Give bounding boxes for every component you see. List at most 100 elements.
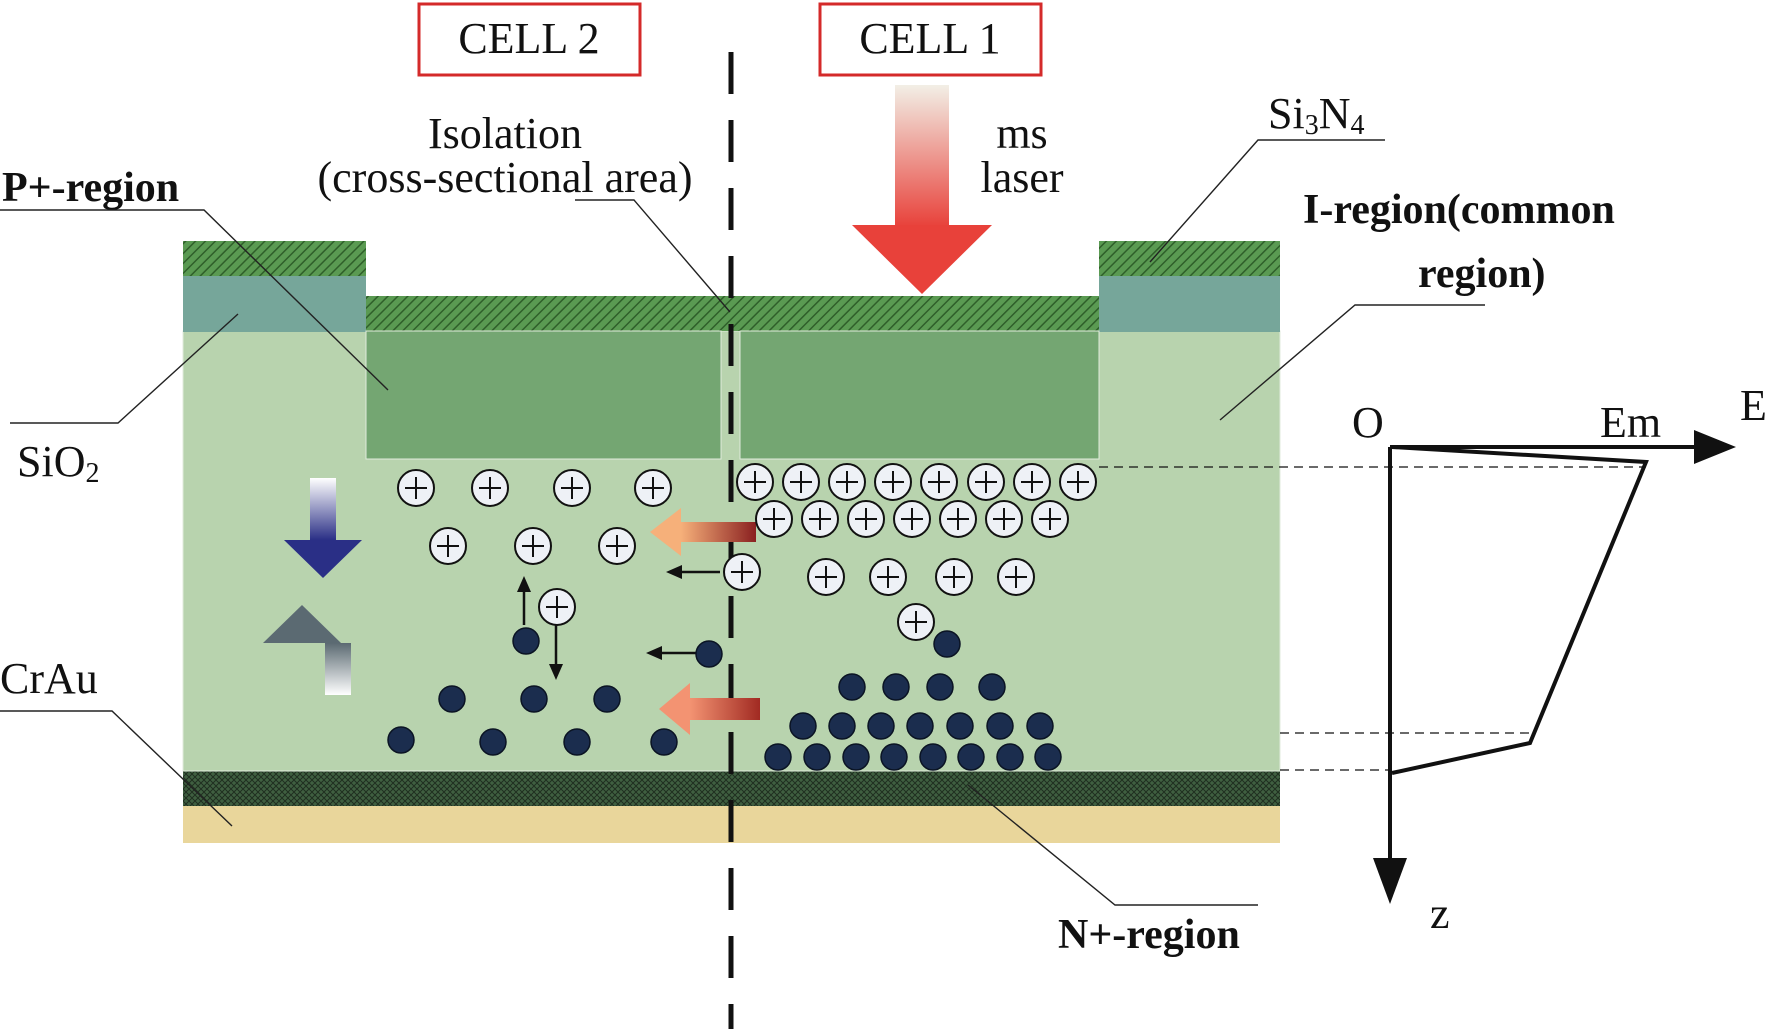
hole-carrier <box>897 603 935 641</box>
carrier-motion-arrows <box>517 565 720 680</box>
hole-carrier <box>1013 463 1051 501</box>
electron-carrier <box>842 743 870 771</box>
p-region-cell1 <box>739 330 1100 460</box>
lateral-diffusion-arrows <box>650 508 760 735</box>
si3n4-layer-left <box>183 241 366 276</box>
hole-carrier <box>893 500 931 538</box>
hole-carrier <box>514 527 552 565</box>
electron-carrier <box>695 640 723 668</box>
crau-label: CrAu <box>0 654 98 703</box>
hole-carrier <box>920 463 958 501</box>
electron-carrier <box>563 728 591 756</box>
i-region-leader <box>1219 304 1485 421</box>
sio2-label: SiO2 <box>17 437 99 489</box>
electron-carrier <box>1026 712 1054 740</box>
n-region-label: N+-region <box>1058 912 1240 958</box>
electrons-group <box>387 627 1062 771</box>
hole-carrier <box>1031 500 1069 538</box>
sio2-leader <box>10 313 239 424</box>
i-region-label-line1: I-region(common <box>1303 187 1615 233</box>
laser-label-line2: laser <box>980 153 1063 202</box>
z-axis-arrowhead <box>1373 858 1407 904</box>
hole-carrier <box>553 469 591 507</box>
isolation-label-line2: (cross-sectional area) <box>317 153 692 202</box>
electron-carrier <box>882 673 910 701</box>
cell2-box <box>417 2 642 77</box>
p-region-label: P+-region <box>2 165 179 211</box>
hole-carrier <box>471 469 509 507</box>
electron-carrier <box>926 673 954 701</box>
holes-group <box>397 463 1097 641</box>
hole-carrier <box>939 500 977 538</box>
electric-field-profile: O Em E z <box>1099 381 1767 938</box>
electron-carrier <box>978 673 1006 701</box>
electron-carrier <box>986 712 1014 740</box>
hole-carrier <box>935 558 973 596</box>
electron-field-arrow-down <box>284 478 362 578</box>
hole-carrier <box>874 463 912 501</box>
e-axis-arrowhead <box>1694 430 1736 464</box>
hole-diffusion-arrow <box>650 508 756 556</box>
cell1-label: CELL 1 <box>859 14 1000 63</box>
drift-arrows-vertical <box>263 478 362 695</box>
hole-carrier <box>598 527 636 565</box>
electron-carrier <box>906 712 934 740</box>
z-axis-label: z <box>1430 889 1450 938</box>
leader-lines <box>0 139 1485 906</box>
si3n4-label: Si3N4 <box>1268 89 1364 141</box>
hole-carrier <box>736 463 774 501</box>
electron-carrier <box>996 743 1024 771</box>
hole-carrier <box>1059 463 1097 501</box>
sio2-layer-left <box>183 276 366 332</box>
electron-carrier <box>789 712 817 740</box>
e-axis-label: E <box>1740 381 1767 430</box>
electron-carrier <box>880 743 908 771</box>
electron-diffusion-arrow <box>659 683 760 735</box>
isolation-leader <box>575 199 731 313</box>
electron-carrier <box>650 728 678 756</box>
hole-carrier <box>397 469 435 507</box>
n-region-leader <box>967 784 1258 906</box>
hole-carrier <box>847 500 885 538</box>
p-region-leader <box>0 209 389 391</box>
electron-carrier <box>957 743 985 771</box>
cell1-box <box>818 2 1043 77</box>
cell2-label: CELL 2 <box>458 14 599 63</box>
hole-carrier <box>723 553 761 591</box>
electron-carrier <box>803 743 831 771</box>
hole-carrier <box>755 500 793 538</box>
hole-carrier <box>807 558 845 596</box>
electron-carrier <box>593 685 621 713</box>
electron-carrier <box>520 685 548 713</box>
crau-leader <box>0 710 233 827</box>
cell-labels: CELL 2 CELL 1 <box>417 2 1043 77</box>
electron-carrier <box>512 627 540 655</box>
field-curve <box>1391 445 1649 775</box>
electron-carrier <box>764 743 792 771</box>
hole-carrier <box>985 500 1023 538</box>
hole-carrier <box>429 527 467 565</box>
electron-carrier <box>946 712 974 740</box>
hole-carrier <box>967 463 1005 501</box>
hole-carrier <box>828 463 866 501</box>
hole-carrier <box>801 500 839 538</box>
sio2-layer-right <box>1099 276 1280 332</box>
electron-carrier <box>1034 743 1062 771</box>
laser-label-line1: ms <box>996 109 1047 158</box>
electron-carrier <box>828 712 856 740</box>
hole-carrier <box>997 558 1035 596</box>
electron-carrier <box>479 728 507 756</box>
hole-field-arrow-up <box>263 605 351 695</box>
hole-carrier <box>538 588 576 626</box>
electron-carrier <box>933 630 961 658</box>
hole-carrier <box>634 469 672 507</box>
laser-arrow <box>852 85 992 294</box>
isolation-label-line1: Isolation <box>428 109 582 158</box>
device-layers <box>182 241 1281 843</box>
hole-carrier <box>782 463 820 501</box>
electron-carrier <box>387 726 415 754</box>
electron-carrier <box>438 685 466 713</box>
em-label: Em <box>1600 398 1661 447</box>
origin-label: O <box>1352 398 1384 447</box>
